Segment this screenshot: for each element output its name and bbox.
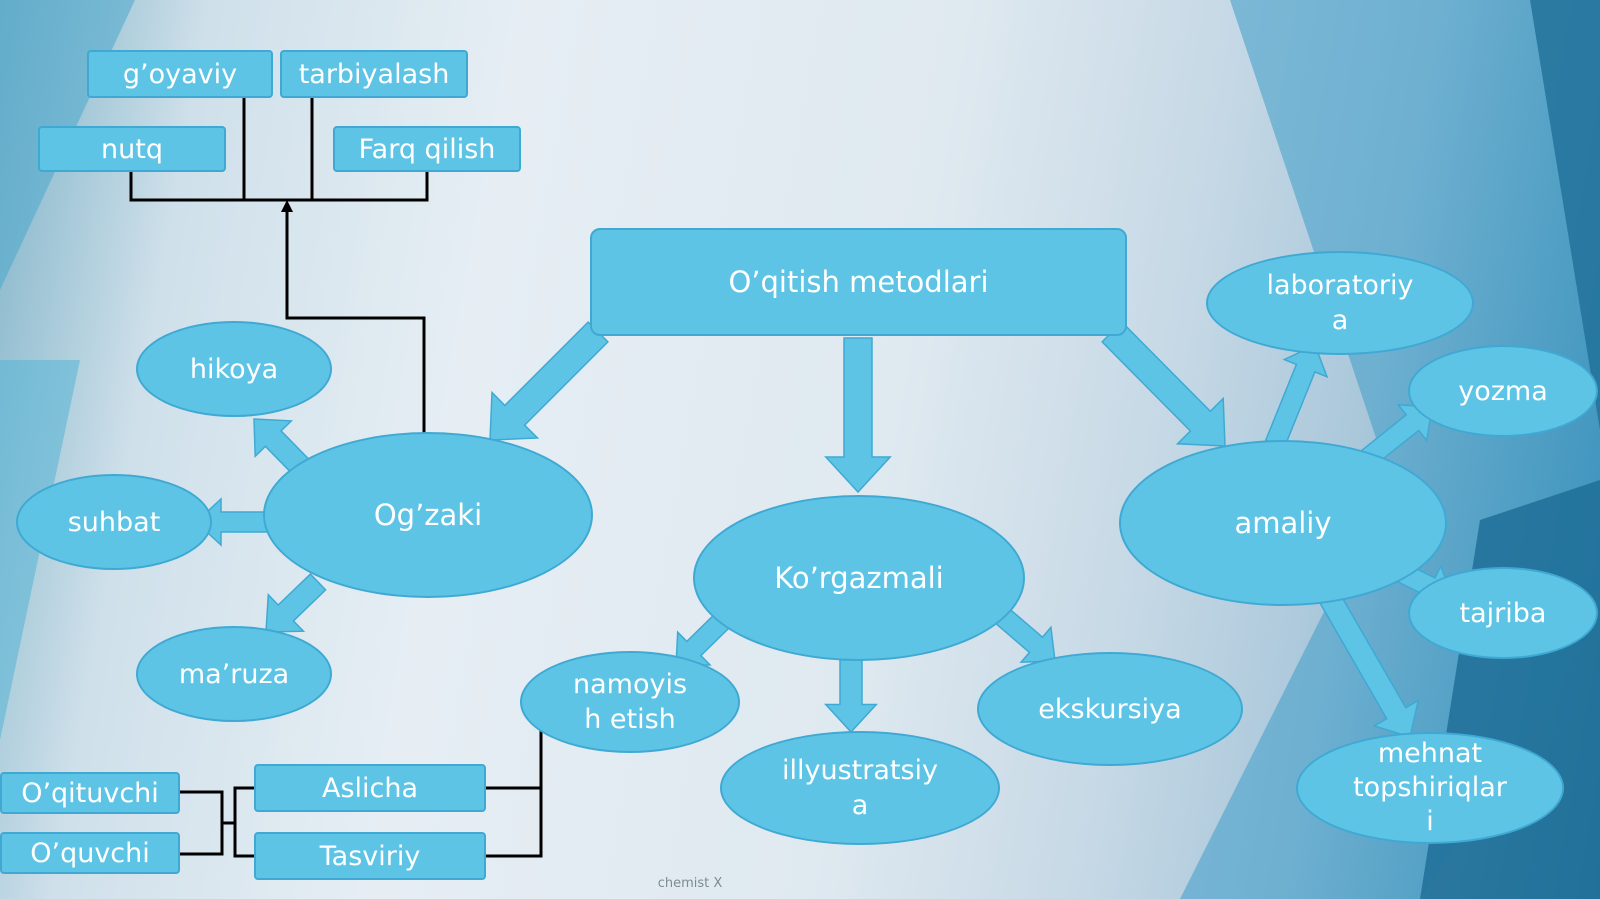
tasviriy-box: Tasviriy: [254, 832, 486, 880]
illyustratsiya-node: illyustratsiy a: [720, 731, 1000, 845]
maruza-node: ma’ruza: [136, 626, 332, 722]
arrow-root-korgazmali: [824, 337, 892, 494]
connector-oqituvchi: [180, 790, 224, 856]
connector-nutq: [129, 172, 429, 202]
connector-aslicha: [233, 786, 254, 858]
tarbiyalash-box: tarbiyalash: [280, 50, 468, 98]
korgazmali-node: Ko’rgazmali: [693, 495, 1025, 661]
arrow-ogzaki-maruza: [265, 573, 327, 633]
root-box: O’qitish metodlari: [590, 228, 1127, 336]
arrow-root-amaliy: [1101, 321, 1226, 447]
oqituvchi-box: O’qituvchi: [0, 772, 180, 814]
arrow-root-ogzaki: [489, 321, 609, 441]
farq-qilish-box: Farq qilish: [333, 126, 521, 172]
oquvchi-box: O’quvchi: [0, 832, 180, 874]
right-top-shape: [1530, 0, 1600, 430]
aslicha-box: Aslicha: [254, 764, 486, 812]
amaliy-node: amaliy: [1119, 440, 1447, 606]
goyaviy-box: g’oyaviy: [87, 50, 273, 98]
mehnat-topshiriqlari-node: mehnat topshiriqlar i: [1296, 732, 1564, 844]
arrow-amaliy-mehnat: [1313, 581, 1420, 738]
laboratoriya-node: laboratoriy a: [1206, 251, 1474, 355]
nutq-box: nutq: [38, 126, 226, 172]
namoyish-etish-node: namoyis h etish: [520, 651, 740, 753]
credit-label: chemist X: [657, 876, 723, 891]
hikoya-node: hikoya: [136, 321, 332, 417]
ogzaki-node: Og’zaki: [263, 432, 593, 598]
tajriba-node: tajriba: [1408, 567, 1598, 659]
connector-arrowhead: [281, 200, 293, 212]
ekskursiya-node: ekskursiya: [977, 652, 1243, 766]
yozma-node: yozma: [1408, 345, 1598, 437]
connector-namoyish: [486, 786, 543, 858]
arrow-korgazmali-ekskursiya: [992, 605, 1056, 664]
connector-ogzaki-up: [285, 208, 426, 437]
suhbat-node: suhbat: [16, 474, 212, 570]
arrow-korgazmali-illyustratsiya: [823, 659, 879, 734]
